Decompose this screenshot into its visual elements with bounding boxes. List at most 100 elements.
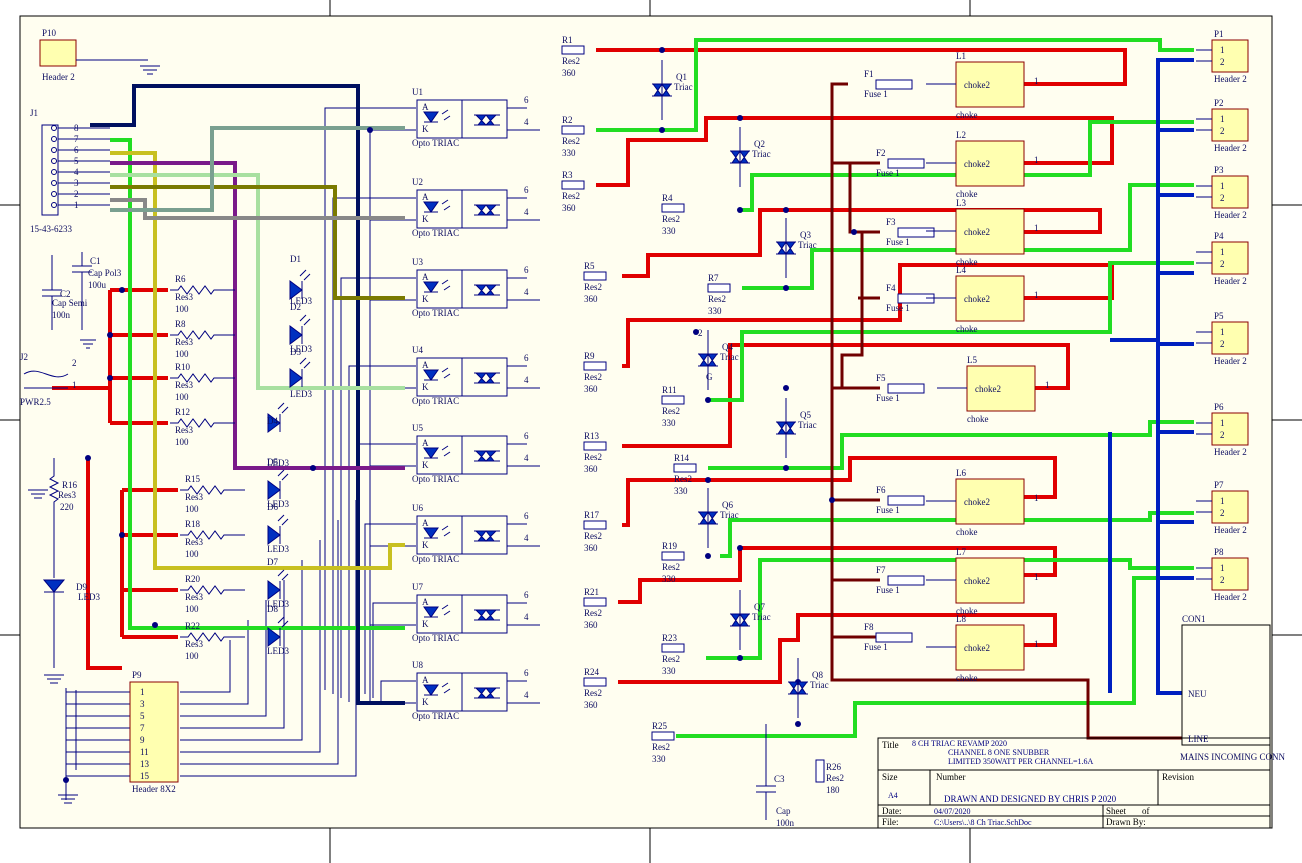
triac-icon: [776, 218, 796, 278]
output-pin-lead: [1196, 251, 1212, 264]
led-res-type: Res3: [185, 537, 204, 547]
opto-triac-icon: [474, 372, 500, 384]
output-header-ref: P8: [1214, 547, 1224, 557]
led-ref: D5: [267, 457, 278, 467]
output-pin-1: 1: [1220, 114, 1225, 124]
output-pin-1: 1: [1220, 327, 1225, 337]
title-line-3: LIMITED 350WATT PER CHANNEL=1.6A: [948, 757, 1093, 766]
output-pin-lead: [1196, 118, 1212, 131]
junction-dot: [783, 207, 789, 213]
output-header-desc: Header 2: [1214, 525, 1247, 535]
opto-triac-icon: [474, 530, 500, 542]
p9-pin-number: 9: [140, 735, 145, 745]
output-pin-1: 1: [1220, 496, 1225, 506]
opto-triac-icon: [474, 284, 500, 296]
gate-res-val: 360: [584, 700, 598, 710]
fuse-ref: F1: [864, 69, 874, 79]
opto-ref: U8: [412, 660, 423, 670]
gate-res-val: 360: [584, 384, 598, 394]
output-pin-2: 2: [1220, 430, 1225, 440]
opto-pin-a: A: [422, 192, 429, 202]
j2-ref: J2: [20, 352, 28, 362]
p9-wire: [180, 620, 249, 705]
output-header-body: [1211, 490, 1249, 524]
gate-res-type: Res2: [584, 372, 602, 382]
wire-teal: [110, 126, 405, 212]
power-trace-red: [622, 208, 1102, 278]
junction-dot: [693, 329, 699, 335]
opto-led-icon: [423, 447, 439, 459]
choke-pin: 1: [1034, 223, 1039, 233]
j1-pin-dot: [51, 202, 57, 208]
opto-type: Opto TRIAC: [412, 474, 459, 484]
bias-res-ref: R14: [674, 453, 690, 463]
gate-res-ref: R24: [584, 667, 600, 677]
opto-pin-k: K: [422, 697, 429, 707]
resistor-symbol: [661, 395, 685, 405]
r16-ref: R16: [62, 480, 78, 490]
resistor-symbol: [583, 597, 607, 607]
choke-ref: L7: [956, 547, 966, 557]
opto-pin-a: A: [422, 360, 429, 370]
ground-symbol: [28, 489, 48, 499]
junction-dot: [107, 332, 113, 338]
led-res-type: Res3: [175, 425, 194, 435]
choke-body: [955, 140, 1025, 187]
gate-res-ref: R9: [584, 351, 595, 361]
opto-pin-4: 4: [524, 453, 529, 463]
led-res-type: Res3: [175, 380, 194, 390]
opto-type: Opto TRIAC: [412, 396, 459, 406]
gate-res-val: 360: [584, 543, 598, 553]
opto-ref: U5: [412, 423, 423, 433]
gate-res-val: 360: [584, 620, 598, 630]
output-pin-1: 1: [1220, 418, 1225, 428]
triac-ref: Q4: [722, 342, 733, 352]
con1-caption: MAINS INCOMING CONN: [1180, 752, 1286, 762]
junction-dot: [107, 375, 113, 381]
resistor-symbol: [815, 759, 825, 783]
led-symbol: [267, 413, 281, 433]
output-header-desc: Header 2: [1214, 447, 1247, 457]
wires-layer: [52, 38, 1194, 800]
led-symbol: [267, 627, 281, 647]
choke-ref: L1: [956, 51, 966, 61]
led-ref: D3: [290, 347, 301, 357]
choke-body: [955, 275, 1025, 322]
bias-res-val: 330: [674, 486, 688, 496]
gate-res-ref: R13: [584, 431, 600, 441]
opto-type: Opto TRIAC: [412, 711, 459, 721]
resistor-symbol: [180, 485, 245, 495]
p9-pin-number: 3: [140, 699, 145, 709]
triac-ref: Q7: [754, 602, 765, 612]
opto-pin-a: A: [422, 438, 429, 448]
resistor-symbol: [673, 463, 697, 473]
choke-foot: choke: [956, 606, 978, 616]
c2-val2: 100n: [52, 310, 71, 320]
output-pin-lead: [1196, 185, 1212, 198]
output-header-desc: Header 2: [1214, 143, 1247, 153]
opto-led-icon: [423, 281, 439, 293]
led-res-val: 100: [185, 504, 199, 514]
bias-res-ref: R7: [708, 273, 719, 283]
fuse-symbol: [897, 227, 935, 238]
j1-pin-dot: [51, 125, 57, 131]
output-pin-1: 1: [1220, 181, 1225, 191]
led-res-val: 100: [175, 304, 189, 314]
led-res-val: 100: [175, 437, 189, 447]
junction-dot: [783, 465, 789, 471]
r16-symbol: [48, 458, 60, 578]
opto-light-icon: [441, 367, 451, 379]
bias-res-ref: R19: [662, 541, 678, 551]
resistor-symbol: [561, 180, 585, 190]
power-trace-red: [596, 48, 1127, 86]
opto-pin-a: A: [422, 518, 429, 528]
choke-name: choke2: [964, 643, 990, 653]
bias-res-type: Res2: [652, 742, 670, 752]
fuse-type: Fuse 1: [886, 237, 910, 247]
control-wire: [348, 365, 416, 702]
led-ref: D2: [290, 302, 301, 312]
led-res-ref: R15: [185, 474, 201, 484]
resistor-symbol: [170, 285, 235, 295]
p9-pin-number: 5: [140, 711, 145, 721]
c1-val2: 100u: [88, 280, 107, 290]
